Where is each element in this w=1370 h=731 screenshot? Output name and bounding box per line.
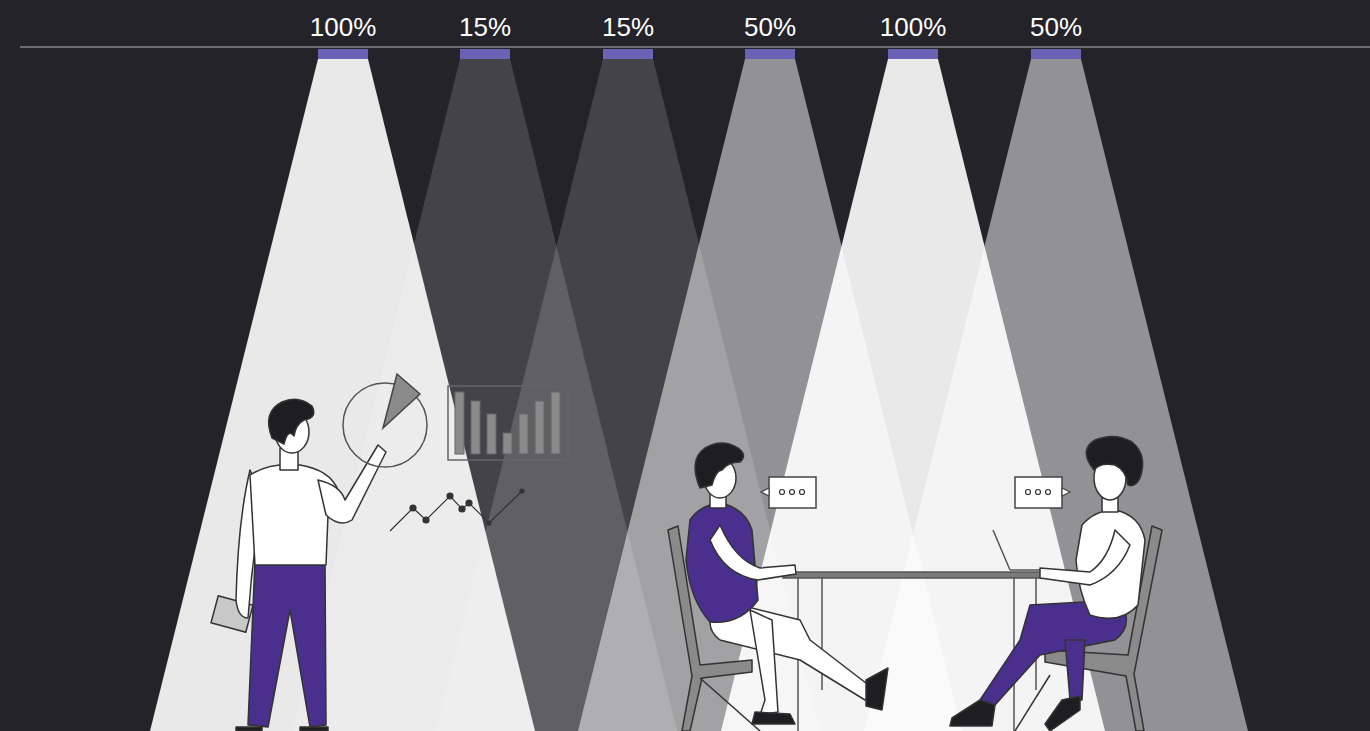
- speech-bubble: [761, 477, 816, 508]
- speech-bubble: [1015, 477, 1070, 508]
- line-chart: [390, 489, 524, 531]
- ceiling-line: [20, 46, 1370, 48]
- intensity-label: 50%: [744, 12, 796, 42]
- bar-chart: [448, 386, 568, 460]
- light-cones: [150, 59, 1248, 731]
- intensity-label: 50%: [1030, 12, 1082, 42]
- light-fixture: [745, 49, 795, 59]
- intensity-label: 100%: [310, 12, 377, 42]
- presenter-figure: [211, 399, 386, 731]
- seated-person: [668, 443, 888, 731]
- light-cone: [864, 59, 1248, 731]
- light-fixture: [318, 49, 368, 59]
- intensity-label: 15%: [459, 12, 511, 42]
- seated-person: [950, 436, 1162, 731]
- light-fixture: [1031, 49, 1081, 59]
- intensity-label: 100%: [880, 12, 947, 42]
- light-fixture: [888, 49, 938, 59]
- light-fixtures: [318, 49, 1081, 59]
- intensity-label: 15%: [602, 12, 654, 42]
- light-fixture: [460, 49, 510, 59]
- pie-chart: [343, 374, 427, 467]
- light-fixture: [603, 49, 653, 59]
